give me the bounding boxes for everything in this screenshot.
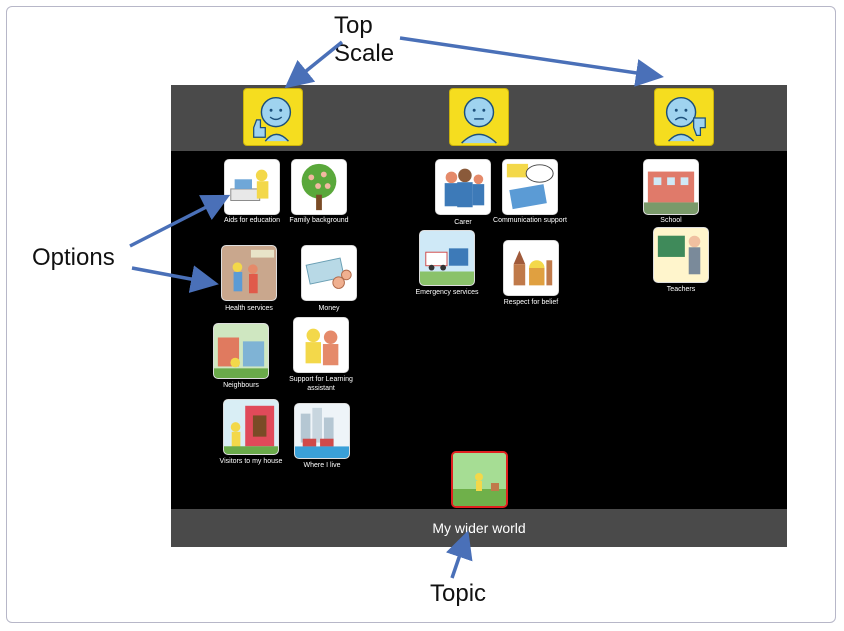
option-money-label: Money bbox=[318, 305, 340, 312]
options-callout: Options bbox=[32, 244, 115, 271]
option-teachers-label: Teachers bbox=[666, 286, 696, 293]
option-visitors-to-my-house-label: Visitors to my house bbox=[219, 458, 283, 465]
option-support-learning-assistant-label: Support for Learning assistant bbox=[289, 376, 353, 392]
option-where-i-live-label: Where I live bbox=[303, 462, 341, 469]
option-emergency-services-label: Emergency services bbox=[415, 289, 479, 296]
top-scale-callout-line1: Top bbox=[334, 12, 373, 39]
option-neighbours-label: Neighbours bbox=[223, 382, 259, 389]
topic-label: My wider world bbox=[432, 520, 526, 536]
option-school-tile[interactable] bbox=[643, 159, 699, 215]
topic-callout: Topic bbox=[430, 580, 487, 607]
option-emergency-services-tile[interactable] bbox=[419, 230, 475, 286]
top-scale-callout-line2: Scale bbox=[334, 40, 395, 67]
thumbs-down-face-icon[interactable] bbox=[654, 88, 714, 146]
symbol-board: Aids for education Family background Hea… bbox=[171, 85, 787, 547]
option-carer-label: Carer bbox=[454, 219, 472, 226]
topic-bar: My wider world bbox=[171, 509, 787, 547]
option-visitors-to-my-house-tile[interactable] bbox=[223, 399, 279, 455]
option-health-services-label: Health services bbox=[225, 305, 273, 312]
option-respect-for-belief-label: Respect for belief bbox=[503, 299, 559, 306]
option-carer-tile[interactable] bbox=[435, 159, 491, 215]
option-neighbours-tile[interactable] bbox=[213, 323, 269, 379]
option-aids-for-education-label: Aids for education bbox=[223, 217, 281, 224]
option-money-tile[interactable] bbox=[301, 245, 357, 301]
option-teachers-tile[interactable] bbox=[653, 227, 709, 283]
top-scale-bar bbox=[171, 85, 787, 151]
option-school-label: School bbox=[660, 217, 682, 224]
option-family-background-tile[interactable] bbox=[291, 159, 347, 215]
option-communication-support-label: Communication support bbox=[493, 217, 567, 224]
topic-tile[interactable] bbox=[451, 451, 508, 508]
option-aids-for-education-tile[interactable] bbox=[224, 159, 280, 215]
option-health-services-tile[interactable] bbox=[221, 245, 277, 301]
option-respect-for-belief-tile[interactable] bbox=[503, 240, 559, 296]
option-communication-support-tile[interactable] bbox=[502, 159, 558, 215]
neutral-face-icon[interactable] bbox=[449, 88, 509, 146]
option-where-i-live-tile[interactable] bbox=[294, 403, 350, 459]
option-family-background-label: Family background bbox=[289, 217, 349, 224]
top-scale-callout: Top Scale bbox=[334, 12, 394, 68]
thumbs-up-face-icon[interactable] bbox=[243, 88, 303, 146]
option-support-learning-assistant-tile[interactable] bbox=[293, 317, 349, 373]
